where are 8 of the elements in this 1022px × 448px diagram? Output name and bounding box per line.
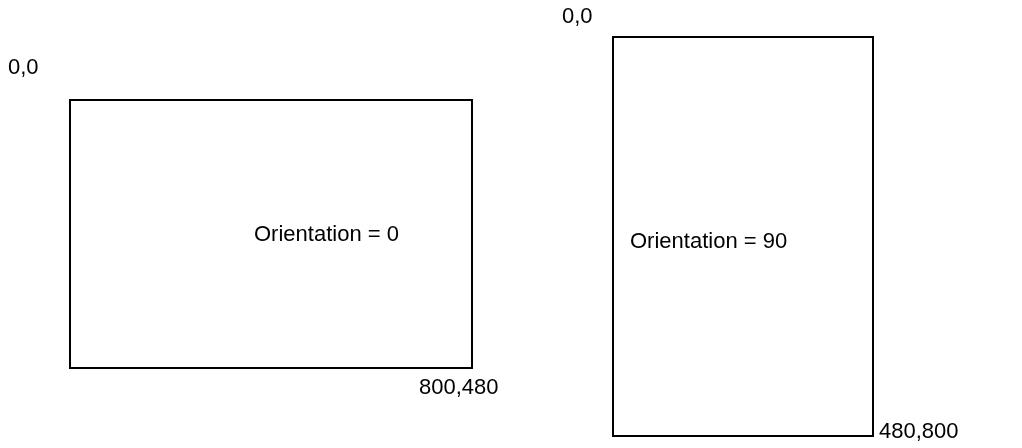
screen-rectangle [612,36,874,437]
orientation-label: Orientation = 90 [630,228,788,254]
screen-rectangle [69,99,473,369]
orientation-label: Orientation = 0 [254,221,399,247]
corner-coordinate: 0,0 [8,54,39,80]
corner-coordinate: 800,480 [419,374,499,400]
corner-coordinate: 0,0 [562,3,593,29]
corner-coordinate: 480,800 [879,418,959,444]
